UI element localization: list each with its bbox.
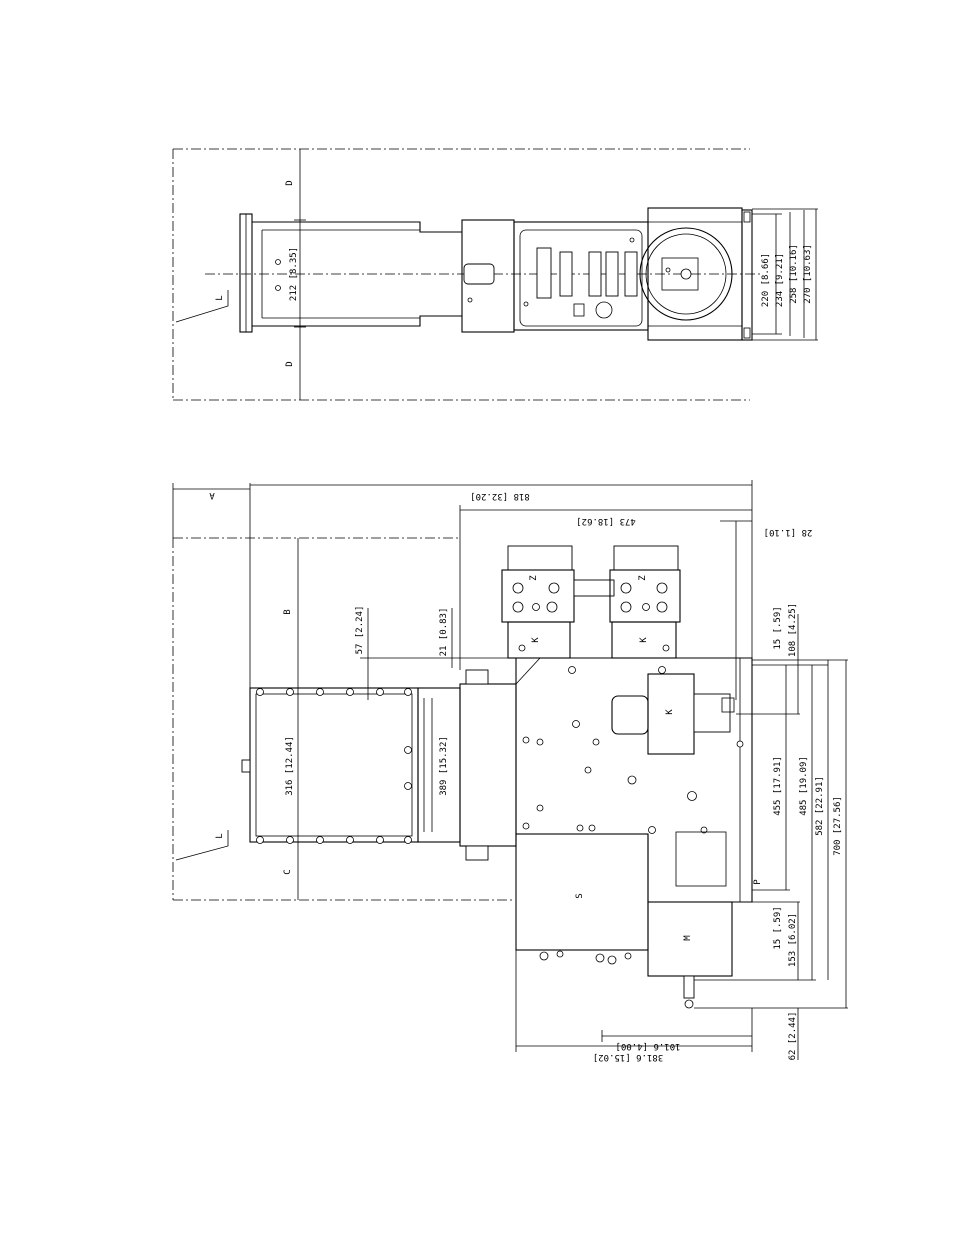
dim-62: 62 [2.44]	[788, 1012, 798, 1061]
side-c-label: C	[283, 869, 293, 874]
side-a-label: A	[209, 490, 215, 500]
top-d-lower-label: D	[285, 361, 295, 366]
dim-21: 21 [0.83]	[439, 608, 449, 657]
top-width-212-label: 212 [8.35]	[289, 247, 299, 301]
side-view: A 818 [32.20] 473 [18.62] 28 [1.10] B C …	[173, 480, 848, 1062]
label-z2: Z	[638, 575, 648, 581]
dim-153: 153 [6.02]	[788, 913, 798, 967]
top-dim-234: 234 [9.21]	[775, 253, 785, 307]
side-b-label: B	[283, 609, 293, 614]
top-dim-270: 270 [10.63]	[803, 244, 813, 304]
dim-389: 389 [15.32]	[439, 736, 449, 796]
dim-316: 316 [12.44]	[285, 736, 295, 796]
plate-screws	[257, 689, 412, 844]
dim-101: 101.6 [4.00]	[615, 1041, 680, 1051]
top-d-upper-label: D	[285, 180, 295, 185]
dim-15b: 15 [.59]	[773, 906, 783, 949]
label-z1: Z	[529, 575, 539, 581]
dim-108: 108 [4.25]	[788, 603, 798, 657]
side-l-label: L	[215, 833, 225, 838]
label-k1: K	[531, 637, 541, 643]
dim-700: 700 [27.56]	[833, 796, 843, 856]
top-l-label: L	[215, 295, 225, 300]
dim-455: 455 [17.91]	[773, 756, 783, 816]
dim-381: 381.6 [15.02]	[593, 1052, 663, 1062]
dim-582: 582 [22.91]	[815, 776, 825, 836]
label-k3: K	[665, 709, 675, 715]
dim-15a: 15 [.59]	[773, 606, 783, 649]
label-p: P	[753, 879, 763, 885]
top-view: D D 212 [8.35] L	[173, 149, 818, 400]
dim-473: 473 [18.62]	[576, 516, 636, 526]
dim-57: 57 [2.24]	[355, 606, 365, 655]
label-m: M	[683, 935, 693, 941]
base-holes	[523, 667, 743, 834]
label-k2: K	[639, 637, 649, 643]
label-s: S	[575, 893, 585, 898]
top-dim-220: 220 [8.66]	[761, 253, 771, 307]
dim-818: 818 [32.20]	[470, 491, 530, 501]
dim-28: 28 [1.10]	[764, 527, 813, 537]
top-dim-258: 258 [10.16]	[789, 244, 799, 304]
s-box-connectors	[540, 951, 631, 964]
dim-485: 485 [19.09]	[799, 756, 809, 816]
